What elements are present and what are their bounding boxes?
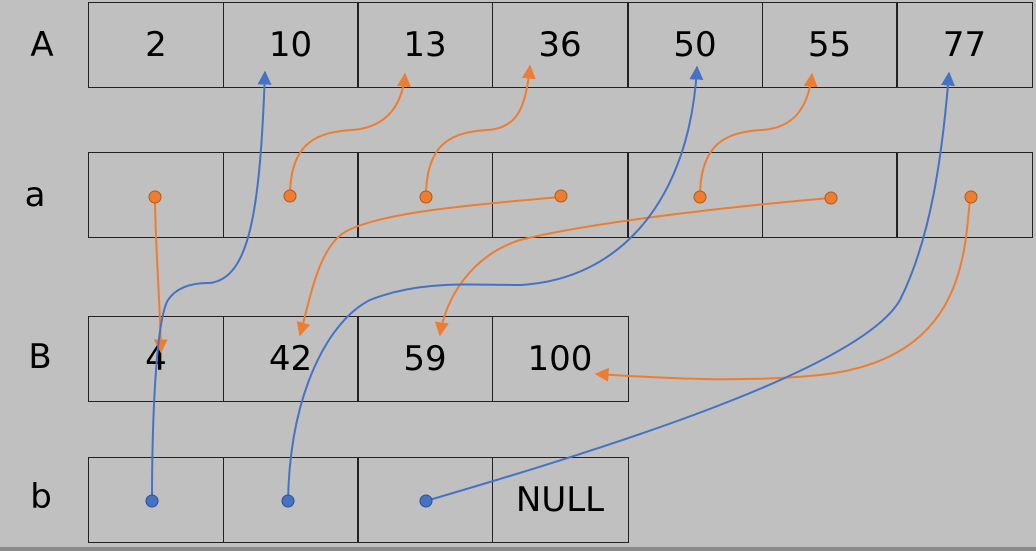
pointer-dot-a3 (554, 189, 568, 203)
arrow-a2-to-A3 (425, 64, 536, 198)
arrow-a1-to-A2 (289, 72, 411, 197)
pointer-dot-a1 (283, 189, 297, 203)
array-a-cell-6 (896, 152, 1033, 238)
arrow-b1-to-A4 (287, 65, 704, 502)
array-A-cell-3: 36 (491, 2, 629, 88)
array-a-cell-2 (357, 152, 493, 238)
pointer-dot-a5 (824, 191, 838, 205)
array-A-cell-0: 2 (88, 2, 224, 88)
array-b: NULL (88, 457, 629, 543)
pointer-dot-a6 (964, 190, 978, 204)
arrow-a5-to-B2 (434, 197, 831, 337)
array-B-cell-2: 59 (357, 316, 493, 402)
arrow-b2-to-A6 (425, 71, 955, 502)
row-label-B: B (28, 337, 52, 377)
pointer-dot-a2 (419, 190, 433, 204)
pointer-dot-b0 (145, 494, 159, 508)
arrow-b0-to-A1 (151, 70, 272, 502)
array-b-cell-3: NULL (491, 457, 629, 543)
pointer-dot-a0 (148, 190, 162, 204)
pointer-dot-b1 (281, 494, 295, 508)
array-b-cell-2 (357, 457, 493, 543)
array-B-cell-3: 100 (491, 316, 629, 402)
bottom-border (0, 547, 1036, 551)
array-A-cell-2: 13 (357, 2, 493, 88)
row-label-b: b (30, 477, 52, 517)
array-b-cell-0 (88, 457, 224, 543)
array-a-cell-4 (627, 152, 763, 238)
array-A-cell-4: 50 (627, 2, 763, 88)
arrow-a3-to-B1 (296, 196, 561, 337)
pointer-dot-b2 (419, 494, 433, 508)
array-A: 2 10 13 36 50 55 77 (88, 2, 1033, 88)
row-label-A: A (30, 25, 54, 65)
row-label-a: a (24, 175, 46, 215)
array-B: 4 42 59 100 (88, 316, 629, 402)
arrow-a4-to-A5 (699, 72, 818, 198)
array-B-cell-1: 42 (222, 316, 359, 402)
array-A-cell-6: 77 (896, 2, 1033, 88)
array-A-cell-1: 10 (222, 2, 359, 88)
pointer-dot-a4 (693, 190, 707, 204)
array-A-cell-5: 55 (761, 2, 898, 88)
array-a-cell-1 (222, 152, 359, 238)
array-a-cell-5 (761, 152, 898, 238)
arrow-a6-to-B3 (594, 196, 971, 382)
array-a-cell-3 (491, 152, 629, 238)
